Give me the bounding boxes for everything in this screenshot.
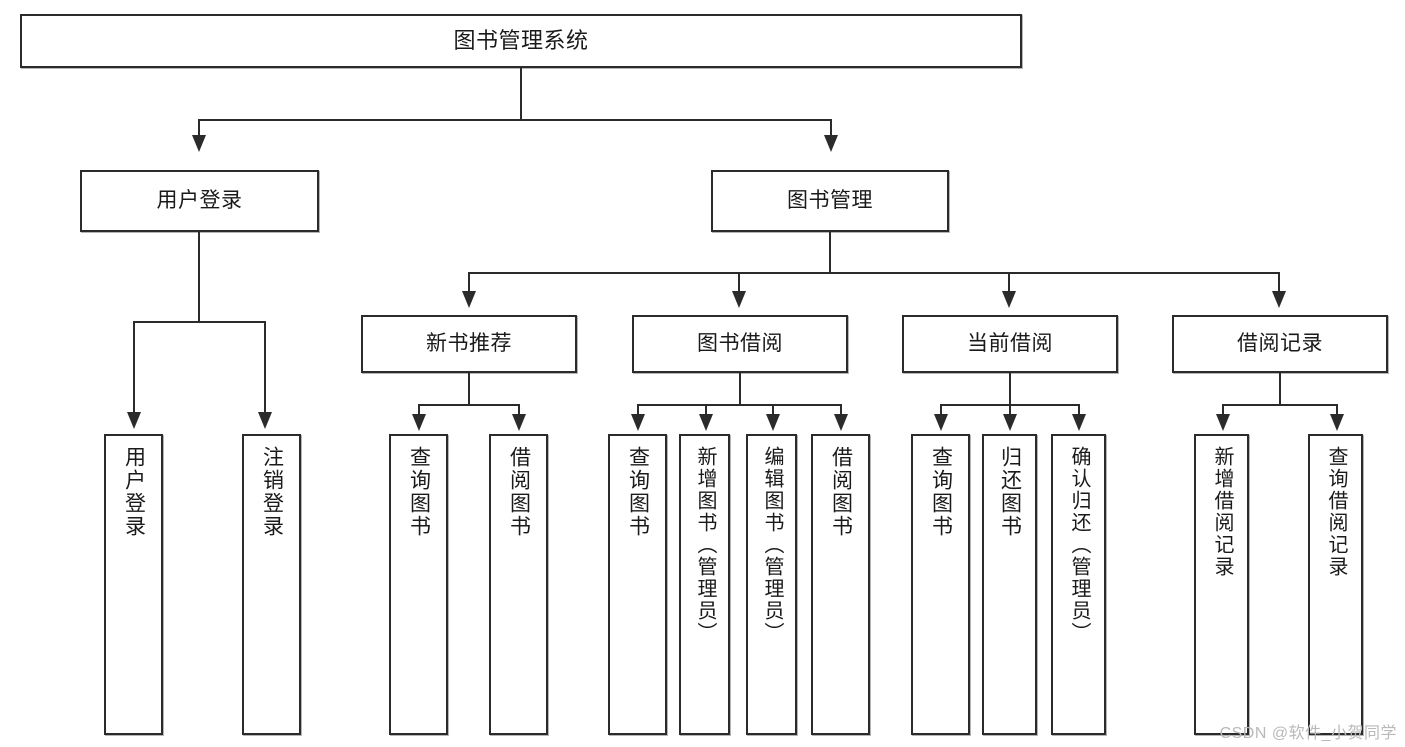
connector-user-login-leg-2 [264, 321, 266, 414]
arrowhead-leaf-confirm-return-admin [1072, 414, 1086, 431]
connector-level3-leg-1 [468, 272, 470, 292]
connector-cb-leg-2 [1009, 404, 1011, 416]
connector-root-stem [520, 68, 522, 120]
arrowhead-current-borrow [1002, 291, 1016, 308]
node-label: 新增图书（管理员） [694, 446, 716, 644]
arrowhead-leaf-user-login [127, 412, 141, 429]
node-leaf-query-book-2[interactable]: 查询图书 [608, 434, 667, 735]
connector-cb-stem [1009, 373, 1011, 405]
node-current-borrow[interactable]: 当前借阅 [902, 315, 1118, 373]
node-label: 借阅图书 [507, 446, 531, 538]
node-label: 新书推荐 [426, 332, 512, 356]
node-leaf-add-book-admin[interactable]: 新增图书（管理员） [679, 434, 730, 735]
connector-cb-leg-3 [1078, 404, 1080, 416]
node-label: 查询借阅记录 [1325, 446, 1347, 578]
arrowhead-leaf-add-borrow-record [1216, 414, 1230, 431]
connector-leg-book-management [830, 119, 832, 137]
connector-book-management-stem [829, 232, 831, 274]
node-leaf-query-borrow-record[interactable]: 查询借阅记录 [1308, 434, 1363, 735]
node-label: 图书管理 [787, 189, 873, 213]
connector-level3-leg-3 [1008, 272, 1010, 292]
connector-leg-user-login [198, 119, 200, 137]
node-label: 编辑图书（管理员） [761, 446, 783, 644]
connector-nbr-stem [468, 373, 470, 405]
connector-level3-leg-2 [738, 272, 740, 292]
connector-nbr-leg-2 [518, 404, 520, 416]
arrowhead-user-login [192, 135, 206, 152]
arrowhead-borrow-record [1272, 291, 1286, 308]
connector-br-stem [1279, 373, 1281, 405]
node-label: 图书管理系统 [453, 27, 589, 53]
connector-br-bus [1222, 404, 1338, 406]
node-leaf-return-book[interactable]: 归还图书 [982, 434, 1037, 735]
node-new-book-recommend[interactable]: 新书推荐 [361, 315, 577, 373]
node-borrow-record[interactable]: 借阅记录 [1172, 315, 1388, 373]
connector-user-login-stem [198, 232, 200, 322]
node-leaf-query-book-1[interactable]: 查询图书 [389, 434, 448, 735]
node-user-login[interactable]: 用户登录 [80, 170, 319, 232]
node-label: 注销登录 [260, 446, 284, 538]
arrowhead-new-book-recommend [462, 291, 476, 308]
node-label: 用户登录 [122, 446, 146, 538]
node-book-management[interactable]: 图书管理 [711, 170, 949, 232]
node-label: 确认归还（管理员） [1068, 446, 1090, 644]
node-label: 用户登录 [156, 189, 243, 213]
connector-bb-bus [637, 404, 842, 406]
arrowhead-leaf-add-book-admin [699, 414, 713, 431]
node-label: 查询图书 [626, 446, 650, 538]
connector-nbr-bus [418, 404, 520, 406]
node-leaf-confirm-return-admin[interactable]: 确认归还（管理员） [1051, 434, 1106, 735]
node-leaf-add-borrow-record[interactable]: 新增借阅记录 [1194, 434, 1249, 735]
arrowhead-leaf-logout-login [258, 412, 272, 429]
node-label: 借阅图书 [829, 446, 853, 538]
node-label: 当前借阅 [967, 332, 1053, 356]
connector-br-leg-1 [1222, 404, 1224, 416]
connector-user-login-bus [133, 321, 266, 323]
arrowhead-leaf-return-book [1003, 414, 1017, 431]
connector-bb-leg-1 [637, 404, 639, 416]
node-label: 借阅记录 [1237, 332, 1323, 356]
node-book-borrow[interactable]: 图书借阅 [632, 315, 848, 373]
connector-level3-bus [468, 272, 1280, 274]
connector-br-leg-2 [1336, 404, 1338, 416]
node-leaf-edit-book-admin[interactable]: 编辑图书（管理员） [746, 434, 797, 735]
connector-level3-leg-4 [1278, 272, 1280, 292]
connector-cb-leg-1 [940, 404, 942, 416]
node-leaf-logout-login[interactable]: 注销登录 [242, 434, 301, 735]
arrowhead-leaf-borrow-book-1 [512, 414, 526, 431]
csdn-watermark: CSDN @软件_小贺同学 [1219, 725, 1397, 742]
node-label: 归还图书 [998, 446, 1022, 538]
connector-bb-leg-2 [705, 404, 707, 416]
node-label: 图书借阅 [697, 332, 783, 356]
node-leaf-borrow-book-1[interactable]: 借阅图书 [489, 434, 548, 735]
connector-nbr-leg-1 [418, 404, 420, 416]
connector-user-login-leg-1 [133, 321, 135, 414]
node-leaf-user-login[interactable]: 用户登录 [104, 434, 163, 735]
arrowhead-leaf-query-borrow-record [1330, 414, 1344, 431]
arrowhead-leaf-query-book-1 [412, 414, 426, 431]
arrowhead-leaf-borrow-book-2 [834, 414, 848, 431]
connector-level2-bus [198, 119, 832, 121]
node-root-library-system[interactable]: 图书管理系统 [20, 14, 1022, 68]
arrowhead-book-borrow [732, 291, 746, 308]
arrowhead-leaf-query-book-3 [934, 414, 948, 431]
arrowhead-leaf-query-book-2 [631, 414, 645, 431]
node-leaf-borrow-book-2[interactable]: 借阅图书 [811, 434, 870, 735]
connector-bb-stem [739, 373, 741, 405]
arrowhead-book-management [824, 135, 838, 152]
connector-bb-leg-3 [772, 404, 774, 416]
node-leaf-query-book-3[interactable]: 查询图书 [911, 434, 970, 735]
arrowhead-leaf-edit-book-admin [766, 414, 780, 431]
node-label: 查询图书 [407, 446, 431, 538]
connector-bb-leg-4 [840, 404, 842, 416]
node-label: 查询图书 [929, 446, 953, 538]
node-label: 新增借阅记录 [1211, 446, 1233, 578]
